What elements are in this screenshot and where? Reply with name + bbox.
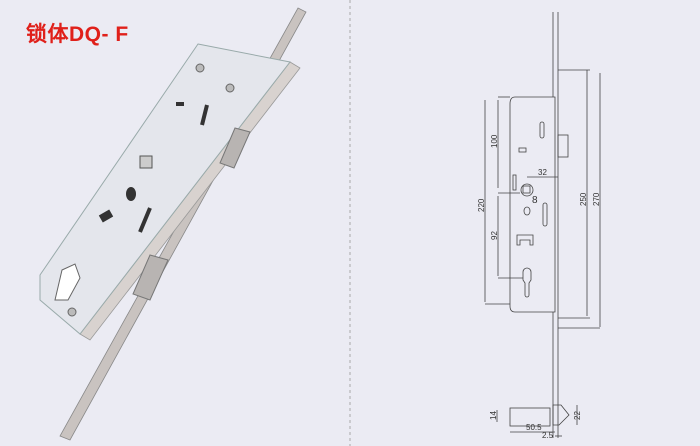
dim-2-5: 2.5 <box>542 431 554 440</box>
cylinder-hole <box>54 263 81 301</box>
lock-body <box>39 43 291 335</box>
slot <box>176 102 184 106</box>
screw <box>195 63 205 73</box>
dim-14: 14 <box>489 411 498 420</box>
dim-22: 22 <box>573 411 582 420</box>
slot <box>138 207 152 233</box>
dim-100: 100 <box>490 134 499 148</box>
dim-92: 92 <box>490 231 499 240</box>
deadbolt <box>132 254 169 301</box>
dim-50-5: 50.5 <box>526 423 542 432</box>
spindle-hole <box>139 155 153 169</box>
screw <box>67 307 77 317</box>
dim-220: 220 <box>477 198 486 212</box>
slot <box>200 104 209 126</box>
dim-250: 250 <box>579 192 588 206</box>
slot <box>98 209 114 223</box>
latch-bolt <box>219 127 251 169</box>
dim-8: 8 <box>532 195 538 206</box>
dim-270: 270 <box>592 192 601 206</box>
technical-drawing <box>484 12 601 438</box>
screw <box>225 83 235 93</box>
lock-photo <box>39 7 307 441</box>
dim-32: 32 <box>538 168 547 177</box>
hole <box>126 187 136 201</box>
product-title: 锁体DQ- F <box>26 23 129 46</box>
dimension-labels: 100 220 92 32 8 250 270 14 50.5 2.5 22 <box>477 134 601 440</box>
